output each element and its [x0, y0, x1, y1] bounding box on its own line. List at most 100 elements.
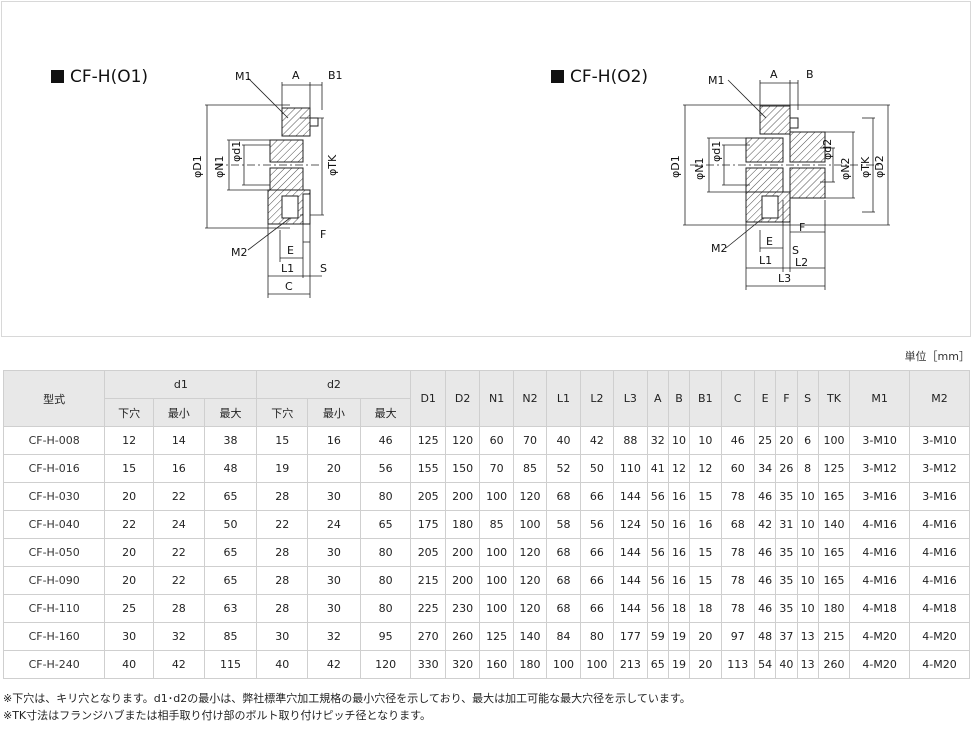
table-cell: 41 — [646, 454, 669, 483]
label-s: S — [320, 262, 327, 275]
table-cell: 50 — [646, 510, 669, 539]
table-cell: 80 — [359, 538, 412, 567]
table-cell: 58 — [546, 510, 581, 539]
table-cell: 10 — [689, 426, 722, 455]
table-cell: 15 — [256, 426, 309, 455]
table-cell: 66 — [579, 594, 615, 623]
table-cell: 140 — [512, 622, 548, 651]
table-cell: 60 — [720, 454, 755, 483]
table-cell: 100 — [479, 482, 514, 511]
table-cell: 4-M20 — [909, 622, 970, 651]
table-cell: 40 — [256, 650, 309, 679]
table-cell: 66 — [579, 482, 615, 511]
label-small-d1: φd1 — [230, 141, 243, 162]
table-cell: 160 — [479, 650, 514, 679]
table-cell: 100 — [479, 566, 514, 595]
table-cell: 56 — [646, 482, 669, 511]
table-cell: 66 — [579, 538, 615, 567]
table-cell: 100 — [546, 650, 581, 679]
column-header: D1 — [410, 370, 446, 427]
table-cell: 125 — [479, 622, 514, 651]
table-cell: 32 — [646, 426, 669, 455]
table-cell: 22 — [152, 538, 205, 567]
table-cell: 22 — [152, 482, 205, 511]
table-cell: 200 — [444, 538, 481, 567]
table-cell: 19 — [667, 622, 691, 651]
table-cell: 30 — [256, 622, 309, 651]
table-cell: 88 — [613, 426, 648, 455]
table-cell: 20 — [689, 650, 722, 679]
label-m1: M1 — [708, 74, 725, 87]
table-cell: 180 — [512, 650, 548, 679]
table-cell: 28 — [256, 538, 309, 567]
table-cell: 270 — [410, 622, 446, 651]
table-cell: 215 — [817, 622, 851, 651]
table-cell: 65 — [203, 566, 258, 595]
table-cell: 30 — [307, 594, 361, 623]
table-cell: 85 — [512, 454, 548, 483]
label-e: E — [287, 244, 294, 257]
model-cell: CF-H-090 — [2, 566, 106, 595]
table-cell: 68 — [720, 510, 755, 539]
table-cell: 100 — [512, 510, 548, 539]
label-n2: φN2 — [839, 158, 852, 180]
table-cell: 177 — [613, 622, 648, 651]
column-subheader: 下穴 — [256, 398, 309, 427]
column-header: M2 — [909, 370, 970, 427]
table-cell: 260 — [817, 650, 851, 679]
table-cell: 24 — [152, 510, 205, 539]
label-f: F — [799, 221, 805, 234]
label-n1: φN1 — [693, 158, 706, 180]
table-cell: 20 — [104, 538, 154, 567]
table-cell: 20 — [689, 622, 722, 651]
column-header: M1 — [849, 370, 911, 427]
table-cell: 32 — [307, 622, 361, 651]
table-cell: 144 — [613, 482, 648, 511]
label-n1: φN1 — [213, 156, 226, 178]
label-m2: M2 — [711, 242, 728, 255]
table-cell: 125 — [817, 454, 851, 483]
table-cell: 19 — [256, 454, 309, 483]
table-cell: 25 — [104, 594, 154, 623]
label-small-d1: φd1 — [710, 141, 723, 162]
table-cell: 80 — [359, 482, 412, 511]
table-cell: 42 — [152, 650, 205, 679]
table-cell: 15 — [689, 566, 722, 595]
table-cell: 10 — [796, 566, 819, 595]
column-header: E — [753, 370, 777, 427]
model-cell: CF-H-040 — [2, 510, 106, 539]
table-cell: 10 — [667, 426, 691, 455]
table-cell: 150 — [444, 454, 481, 483]
column-header: TK — [817, 370, 851, 427]
table-cell: 84 — [546, 622, 581, 651]
table-cell: 35 — [775, 566, 798, 595]
model-cell: CF-H-030 — [2, 482, 106, 511]
label-l3: L3 — [778, 272, 791, 285]
table-cell: 28 — [256, 482, 309, 511]
column-header: L3 — [613, 370, 648, 427]
table-cell: 13 — [796, 622, 819, 651]
table-cell: 18 — [667, 594, 691, 623]
table-cell: 20 — [775, 426, 798, 455]
table-cell: 4-M16 — [909, 538, 970, 567]
table-cell: 34 — [753, 454, 777, 483]
table-cell: 22 — [104, 510, 154, 539]
table-cell: 46 — [753, 482, 777, 511]
table-cell: 144 — [613, 566, 648, 595]
table-cell: 78 — [720, 566, 755, 595]
table-cell: 56 — [646, 594, 669, 623]
table-cell: 200 — [444, 482, 481, 511]
label-b: B — [806, 68, 814, 81]
label-tk: φTK — [859, 156, 872, 178]
table-cell: 260 — [444, 622, 481, 651]
table-cell: 16 — [152, 454, 205, 483]
column-header: S — [796, 370, 819, 427]
table-cell: 52 — [546, 454, 581, 483]
table-cell: 180 — [444, 510, 481, 539]
drawing-cf-h-o1: M1 A B1 φD1 φN1 φd1 φTK M2 E F L1 S C — [191, 69, 343, 298]
table-cell: 8 — [796, 454, 819, 483]
table-cell: 97 — [720, 622, 755, 651]
